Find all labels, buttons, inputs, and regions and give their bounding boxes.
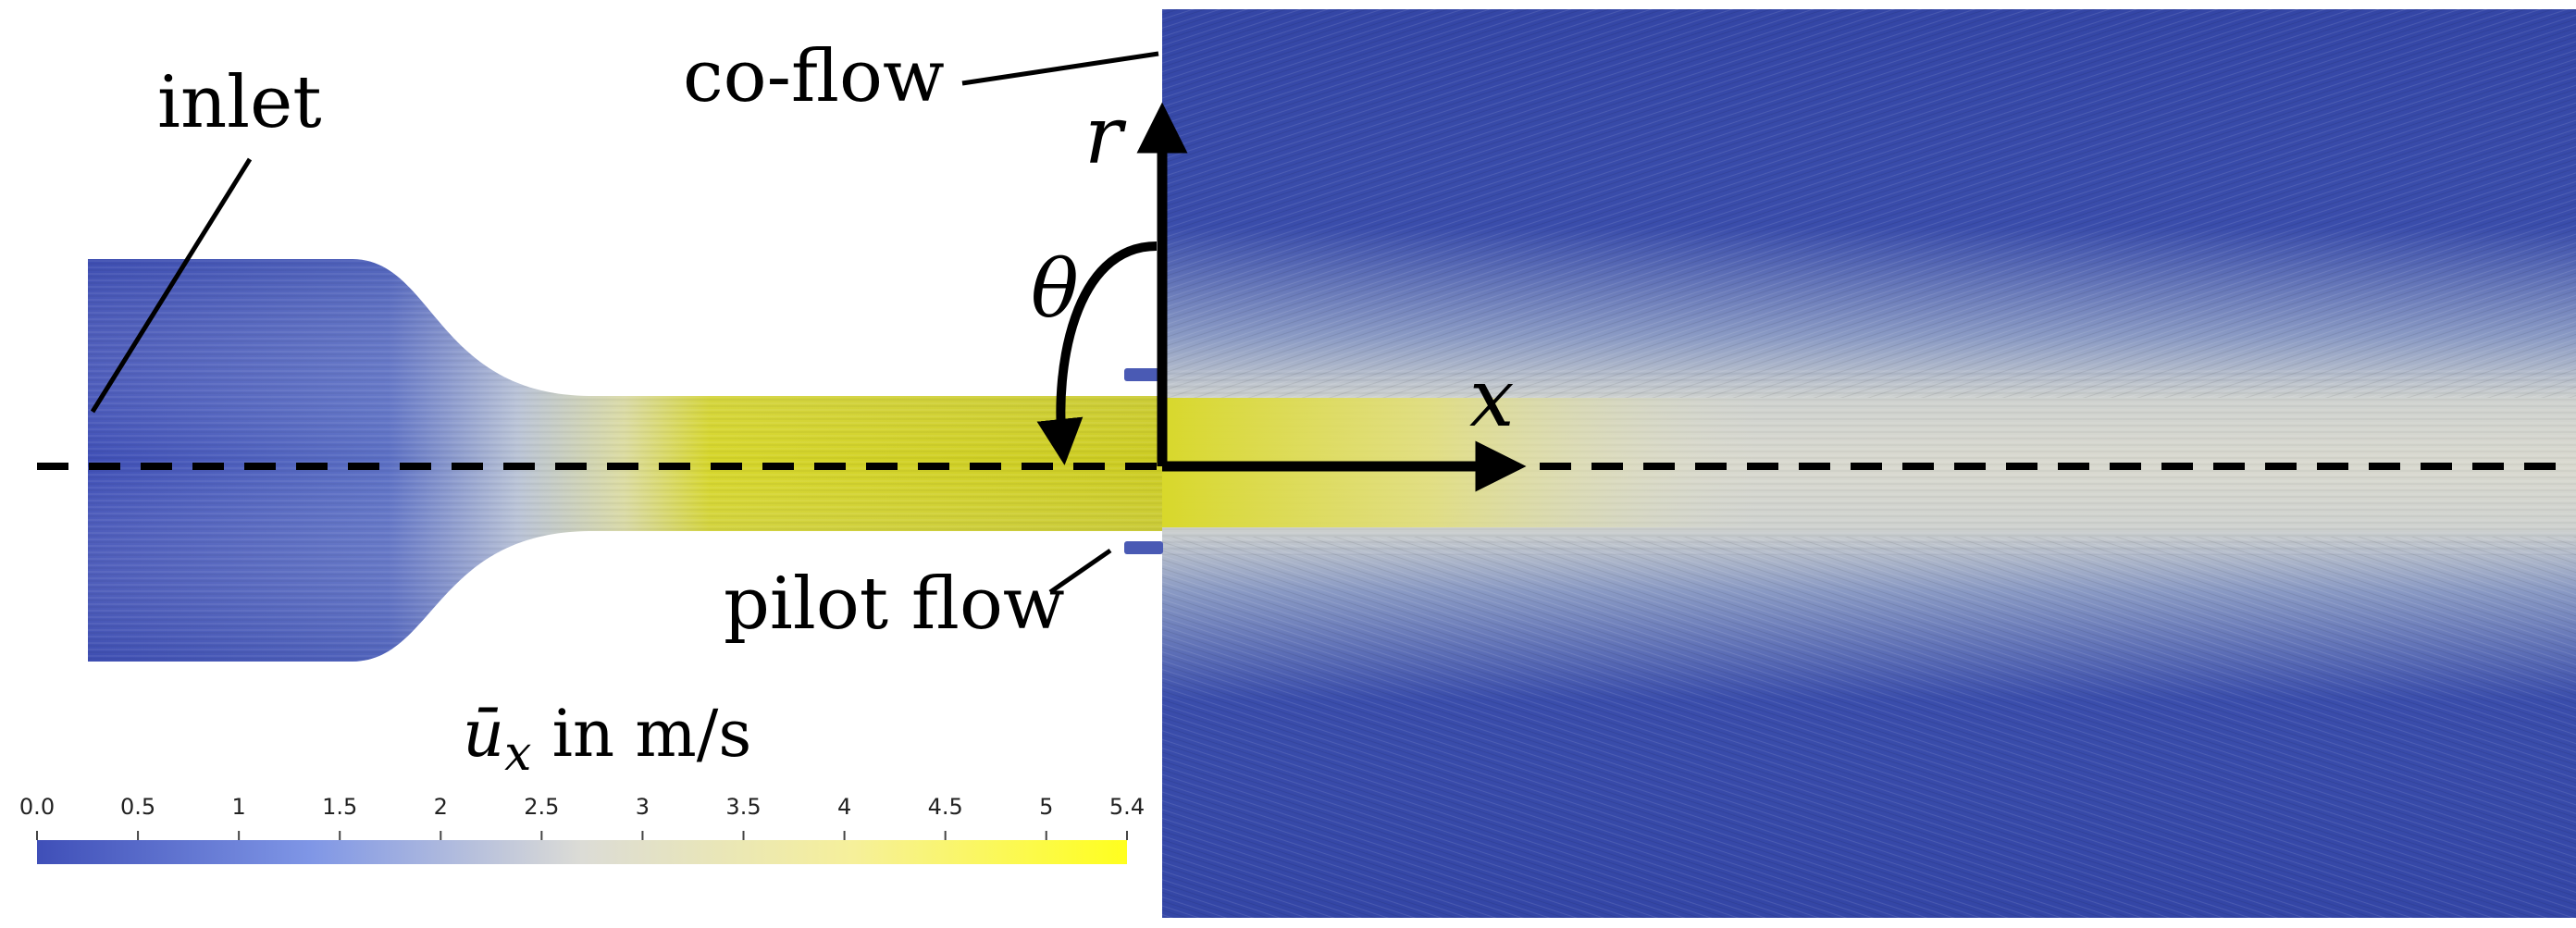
inlet-leader [90, 157, 253, 414]
colorbar-tick-label: 4 [836, 794, 852, 820]
colorbar-tick-label: 3 [635, 794, 650, 820]
pilot-flow-label: pilot flow [724, 563, 1065, 646]
colorbar-quantity-unit: in m/s [531, 696, 752, 772]
colorbar-tick-label: 1.5 [322, 794, 358, 820]
inlet-label: inlet [157, 61, 322, 144]
colorbar-tick-marks [36, 831, 1128, 840]
r-axis-label: r [1084, 90, 1123, 182]
theta-label: θ [1031, 243, 1079, 336]
colorbar-tick-label: 4.5 [927, 794, 963, 820]
coflow-leader [961, 51, 1159, 86]
colorbar-quantity-symbol: ū [463, 696, 505, 772]
colorbar-tick-label: 5.4 [1108, 794, 1146, 820]
colorbar-title: ūx in m/s [463, 701, 751, 778]
pilot-leader [1048, 548, 1112, 595]
pilot-lip-lower [1124, 541, 1163, 554]
colorbar-bar [37, 840, 1127, 864]
colorbar-tick-label: 5 [1039, 794, 1054, 820]
colorbar [36, 831, 1128, 864]
theta-arc [1036, 241, 1158, 465]
nozzle-body [88, 259, 1162, 662]
colorbar-tick-label: 1 [231, 794, 246, 820]
pilot-lip-upper [1124, 368, 1163, 381]
colorbar-tick-label: 0.5 [119, 794, 156, 820]
colorbar-tick-label: 2.5 [524, 794, 560, 820]
colorbar-tick-label: 2 [433, 794, 448, 820]
x-axis-label: x [1469, 353, 1515, 445]
colorbar-quantity-subscript: x [504, 726, 532, 782]
colorbar-tick-label: 0.0 [19, 794, 56, 820]
colorbar-tick-label: 3.5 [725, 794, 762, 820]
coflow-label: co-flow [683, 35, 945, 118]
